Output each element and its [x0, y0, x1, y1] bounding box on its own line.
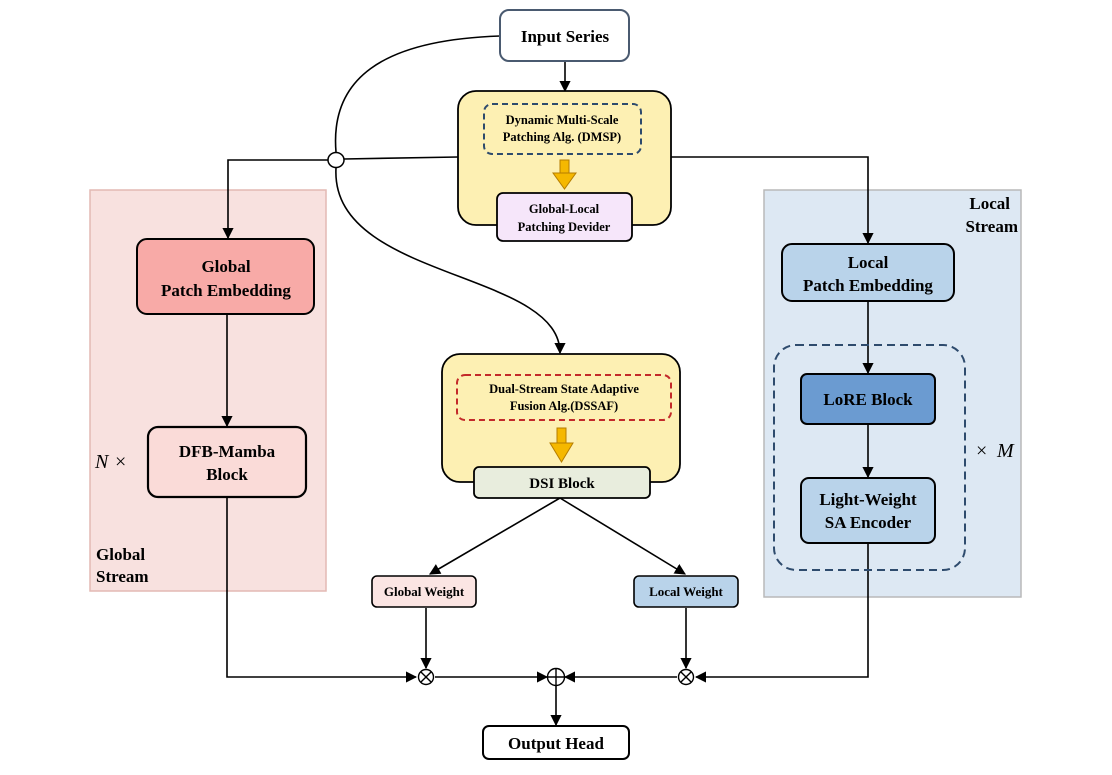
global-weight-label: Global Weight	[384, 584, 465, 599]
dfb-mamba-block-box	[146, 425, 308, 499]
local-repeat-times: ×	[976, 440, 987, 462]
local-repeat-m: M	[996, 440, 1015, 462]
lore-block-label: LoRE Block	[823, 390, 913, 409]
sa-encoder-box	[800, 477, 936, 544]
global-weight-box	[371, 575, 477, 608]
junction-circle-icon	[327, 151, 345, 169]
local-embedding-line2: Patch Embedding	[803, 276, 933, 295]
local-patch-embedding-box	[781, 243, 955, 302]
output-head-label: Output Head	[508, 734, 604, 753]
local-weight-label: Local Weight	[649, 584, 723, 599]
yellow-down-arrow-icon	[549, 427, 574, 463]
global-embedding-line2: Patch Embedding	[161, 281, 291, 300]
global-stream-title-line1: Global	[96, 545, 145, 564]
local-stream-title-line1: Local	[969, 194, 1010, 213]
global-patch-embedding-box	[136, 238, 315, 315]
global-local-divider-box	[496, 192, 633, 242]
divider-label-line1: Global-Local	[529, 202, 600, 216]
input-series-box	[499, 9, 630, 62]
circled-times-icon	[417, 668, 435, 686]
global-embedding-line1: Global	[201, 257, 250, 276]
input-series-label: Input Series	[521, 27, 610, 46]
local-weight-box	[633, 575, 739, 608]
input-to-junction-curve	[334, 35, 501, 153]
dssaf-panel	[441, 353, 681, 483]
dsi-to-global-weight-arrow	[429, 497, 561, 575]
dfb-mamba-line1: DFB-Mamba	[179, 442, 276, 461]
global-stream-title-line2: Stream	[96, 567, 149, 586]
divider-label-line2: Patching Devider	[518, 220, 611, 234]
local-stream-output-line	[694, 543, 869, 683]
dsi-to-local-weight-arrow	[559, 497, 686, 575]
dsi-block-box	[473, 466, 651, 499]
dmsp-dashed-box	[483, 103, 642, 155]
lore-block-box	[800, 373, 936, 425]
junction-to-dssaf-curve	[335, 167, 566, 355]
global-stream-output-line	[226, 498, 418, 683]
dfb-mamba-line2: Block	[206, 465, 248, 484]
dsi-block-label: DSI Block	[529, 476, 595, 492]
global-repeat-times: ×	[115, 451, 126, 473]
circled-plus-icon	[546, 667, 566, 687]
local-stream-title-line2: Stream	[965, 217, 1018, 236]
dmsp-label-line2: Patching Alg. (DMSP)	[503, 130, 621, 144]
global-repeat-n: N	[94, 451, 110, 473]
local-repeat-dashed-box	[773, 344, 966, 571]
local-embedding-line1: Local	[848, 253, 889, 272]
junction-to-global-embedding	[222, 159, 328, 240]
yellow-down-arrow-icon	[552, 159, 577, 190]
connectors	[221, 35, 874, 727]
dmsp-to-local-embedding	[671, 156, 874, 245]
dssaf-dashed-box	[456, 374, 672, 421]
circled-times-icon	[677, 668, 695, 686]
dssaf-label-line2: Fusion Alg.(DSSAF)	[510, 399, 618, 413]
sa-encoder-line2: SA Encoder	[825, 513, 912, 532]
dmsp-label-line1: Dynamic Multi-Scale	[506, 113, 619, 127]
dssaf-label-line1: Dual-Stream State Adaptive	[489, 382, 639, 396]
dmsp-to-junction-line	[343, 156, 459, 160]
sa-encoder-line1: Light-Weight	[819, 490, 917, 509]
output-head-box	[482, 725, 630, 760]
